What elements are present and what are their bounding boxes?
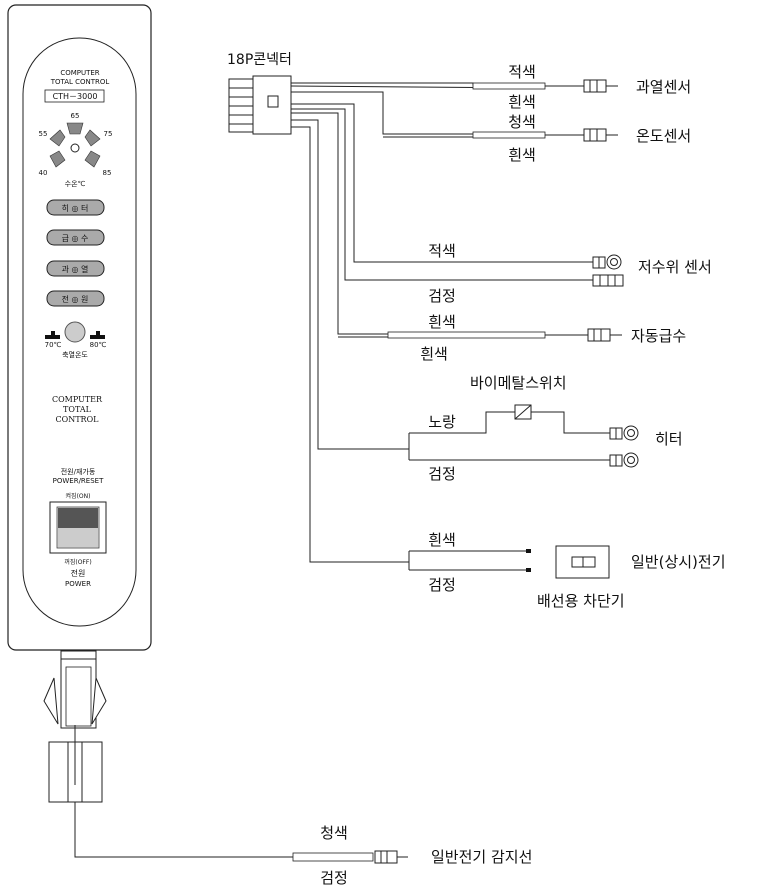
connector-18p	[228, 75, 292, 135]
low-water-ring-terminal	[592, 254, 622, 270]
header-line1: COMPUTER	[60, 69, 99, 77]
temp-high-icon	[90, 331, 105, 339]
detect-top-label: 청색	[320, 824, 348, 842]
temp-low-icon	[45, 331, 60, 339]
dial-label-65: 65	[71, 112, 80, 120]
heater-top-label: 노랑	[428, 413, 456, 431]
temp-sensor-label: 온도센서	[636, 127, 691, 145]
bimetal-switch	[514, 404, 532, 420]
power-indicator-label: 전 ◎ 원	[62, 294, 89, 304]
temperature-dial[interactable]	[49, 122, 101, 168]
heater-bottom-label: 검정	[428, 465, 456, 483]
detect-bottom-label: 검정	[320, 869, 348, 887]
bimetal-label: 바이메탈스위치	[470, 374, 567, 392]
power-en: POWER	[65, 580, 91, 588]
dial-label-55: 55	[39, 130, 48, 138]
dial-segment	[49, 150, 66, 168]
detect-wire-sleeve	[292, 852, 374, 862]
autofill-top-label: 흰색	[428, 313, 456, 331]
power-reset-en: POWER/RESET	[53, 477, 104, 485]
autofill-bottom-label: 흰색	[420, 345, 448, 363]
dial-segment	[84, 150, 101, 168]
breaker-top-label: 흰색	[428, 531, 456, 549]
overheat-indicator[interactable]: 과 ◎ 열	[46, 260, 105, 277]
brand-line1: COMPUTER	[52, 395, 103, 404]
detect-terminal	[374, 850, 408, 864]
dial-center	[70, 143, 80, 153]
power-rocker-switch[interactable]	[49, 501, 107, 554]
autofill-terminal	[545, 328, 622, 342]
heater-terminal-top	[609, 425, 639, 441]
overheat-sensor-label: 과열센서	[636, 78, 691, 96]
temperature-sensor-terminal	[545, 128, 618, 142]
heat-storage-switch[interactable]	[45, 321, 105, 343]
dial-segment	[66, 122, 84, 135]
dial-label-85: 85	[103, 169, 112, 177]
dial-label-75: 75	[104, 130, 113, 138]
dial-caption: 수온℃	[65, 180, 86, 188]
water-supply-indicator-label: 급 ◎ 수	[62, 234, 89, 243]
connector-label: 18P콘넥터	[227, 52, 292, 68]
temp-caption: 축열온도	[62, 350, 88, 359]
temp-high-label: 80℃	[90, 341, 107, 349]
heater-indicator-label: 히 ◎ 터	[62, 203, 89, 213]
water-supply-indicator[interactable]: 급 ◎ 수	[46, 229, 105, 246]
heater-label: 히터	[655, 430, 683, 448]
heater-terminal-bottom	[609, 452, 639, 468]
on-label: 켜짐(ON)	[66, 492, 91, 500]
wire-harness	[290, 82, 610, 572]
overheat-indicator-label: 과 ◎ 열	[62, 265, 89, 274]
power-reset-ko: 전원/재가동	[61, 467, 96, 476]
autofill-label: 자동급수	[631, 327, 686, 345]
model-label: CTH－3000	[53, 92, 98, 101]
general-power-label: 일반(상시)전기	[631, 553, 726, 571]
overheat-sensor-terminal	[545, 79, 618, 93]
dial-segment	[84, 129, 101, 147]
power-indicator[interactable]: 전 ◎ 원	[46, 290, 105, 307]
controller-panel: COMPUTER TOTAL CONTROL CTH－3000 65 55 75…	[7, 4, 152, 651]
model-box	[44, 89, 105, 103]
temp-select-knob[interactable]	[64, 321, 86, 343]
low-water-top-label: 적색	[428, 242, 456, 260]
brand-line2: TOTAL	[63, 405, 92, 414]
breaker-bottom-label: 검정	[428, 576, 456, 594]
heater-indicator[interactable]: 히 ◎ 터	[46, 199, 105, 216]
power-ko: 전원	[71, 568, 86, 578]
dial-label-40: 40	[39, 169, 48, 177]
header-line2: TOTAL CONTROL	[50, 78, 110, 86]
bottom-plug	[43, 650, 107, 803]
temp-top-label: 청색	[508, 113, 536, 131]
breaker-label: 배선용 차단기	[537, 592, 625, 610]
brand-line3: CONTROL	[56, 415, 100, 424]
circuit-breaker	[555, 545, 610, 579]
low-water-connector-terminal	[592, 274, 624, 287]
detect-wire	[74, 802, 293, 858]
overheat-top-label: 적색	[508, 63, 536, 81]
dial-segment	[49, 129, 66, 147]
detect-label: 일반전기 감지선	[431, 848, 532, 866]
overheat-bottom-label: 흰색	[508, 93, 536, 111]
off-label: 꺼짐(OFF)	[64, 558, 91, 566]
temp-bottom-label: 흰색	[508, 146, 536, 164]
temp-low-label: 70℃	[45, 341, 62, 349]
low-water-sensor-label: 저수위 센서	[638, 258, 712, 276]
low-water-bottom-label: 검정	[428, 287, 456, 305]
